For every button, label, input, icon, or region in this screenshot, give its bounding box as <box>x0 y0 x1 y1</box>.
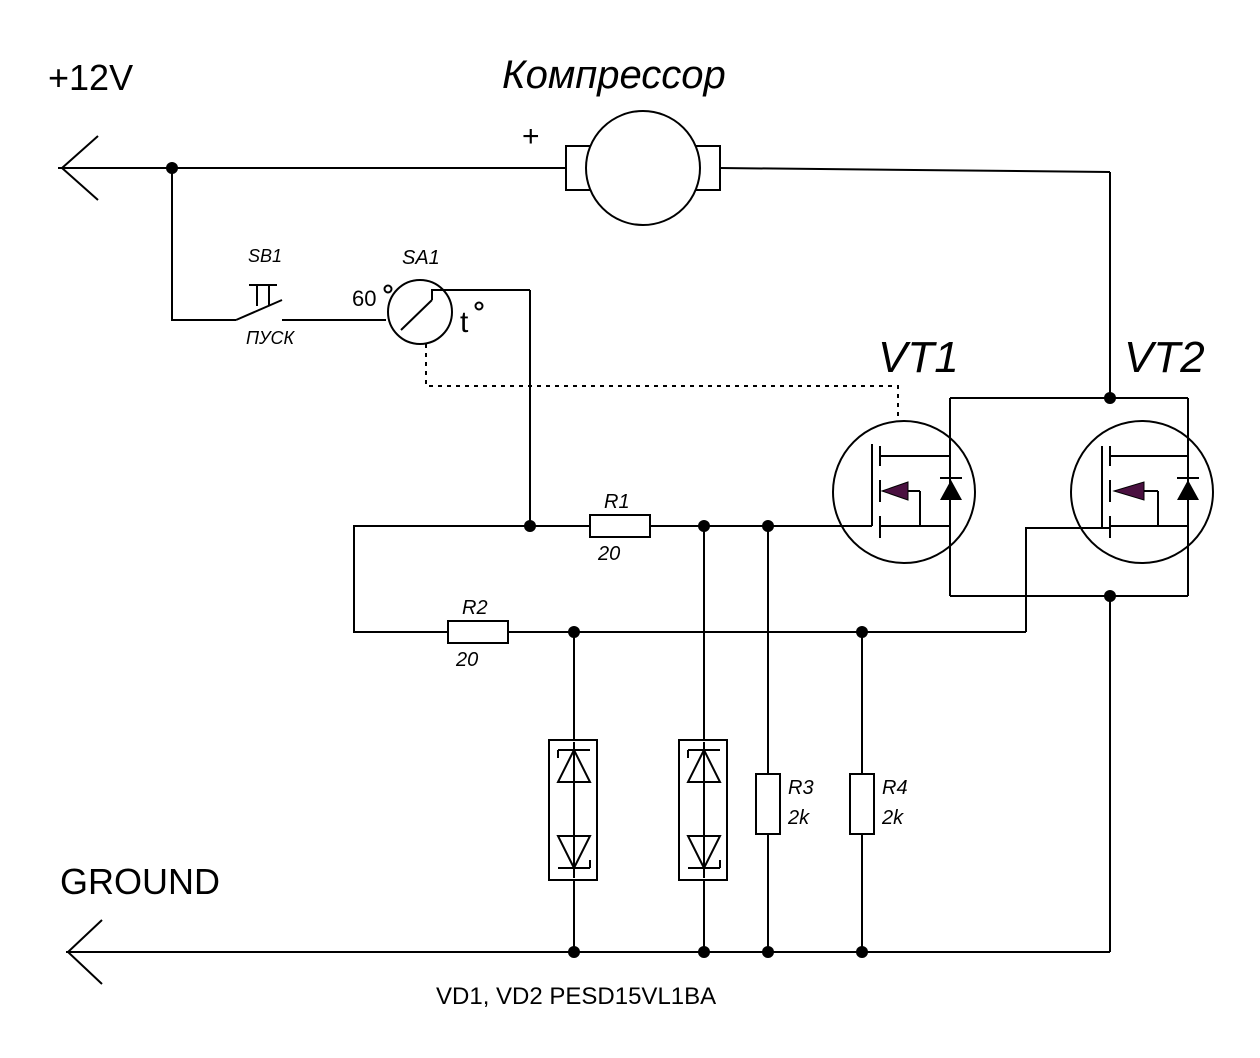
sa1-t-label: t <box>460 306 469 339</box>
ground-label: GROUND <box>60 861 220 902</box>
resistor-r3 <box>755 773 781 835</box>
r1-label: R1 <box>604 491 630 513</box>
r3-value: 2k <box>787 807 810 829</box>
tvs-diode-vd1 <box>548 739 598 881</box>
sa1-label: SA1 <box>402 247 440 269</box>
mosfet-vt2 <box>1070 420 1214 564</box>
resistor-r4 <box>849 773 875 835</box>
supply-rail <box>58 135 1111 398</box>
compressor-label: Компрессор <box>502 53 726 97</box>
ground-rail <box>66 919 1110 985</box>
supply-label: +12V <box>48 57 133 98</box>
mosfet-vt1 <box>832 420 976 564</box>
resistor-r2 <box>447 620 509 644</box>
sb1-caption: ПУСК <box>246 328 296 348</box>
vt2-label: VT2 <box>1124 333 1205 382</box>
r1-value: 20 <box>597 543 620 565</box>
r3-label: R3 <box>788 777 814 799</box>
vt1-label: VT1 <box>878 333 959 382</box>
r2-label: R2 <box>462 597 488 619</box>
r4-label: R4 <box>882 777 908 799</box>
tvs-diode-vd2 <box>678 739 728 881</box>
r4-value: 2k <box>881 807 904 829</box>
thermal-switch-sa1 <box>383 279 899 526</box>
r2-value: 20 <box>455 649 478 671</box>
start-button-sb1 <box>171 168 386 321</box>
drops-to-ground <box>573 526 863 952</box>
resistor-r1 <box>589 514 651 538</box>
compressor-motor <box>565 110 721 226</box>
sb1-label: SB1 <box>248 246 282 266</box>
motor-plus-label: + <box>522 120 540 153</box>
mosfet-parallel-frame <box>949 392 1189 952</box>
diodes-note: VD1, VD2 PESD15VL1BA <box>436 983 716 1010</box>
gate-rail <box>353 520 872 633</box>
sa1-temp-label: 60 <box>352 286 376 311</box>
